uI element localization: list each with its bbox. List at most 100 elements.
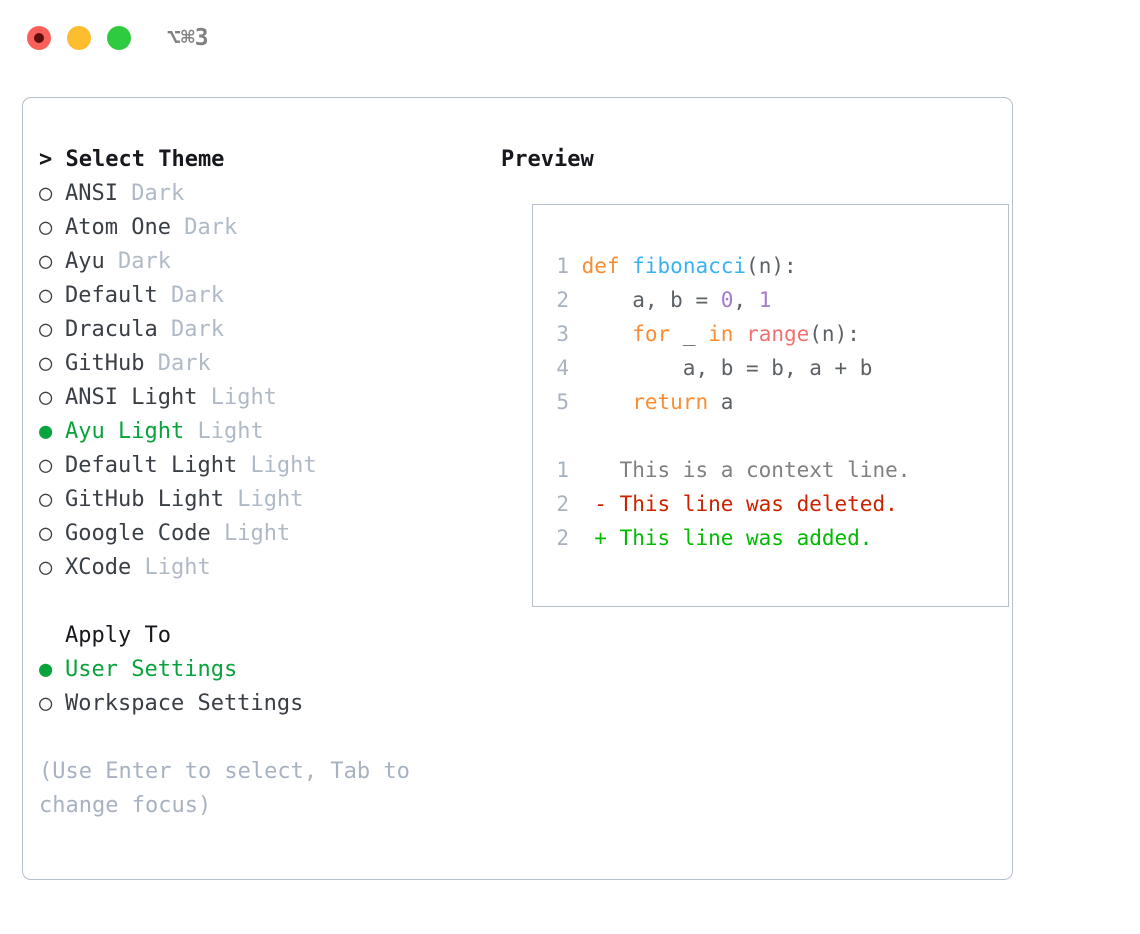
code-token-plain (620, 254, 633, 278)
theme-list-item[interactable]: ○Default Light Light (39, 449, 489, 483)
code-token-plain: a (708, 390, 734, 414)
theme-variant-badge: Light (237, 487, 304, 512)
code-token-num: 0 (720, 288, 734, 312)
code-gutter-gap (569, 254, 582, 278)
keyboard-shortcut-label: ⌥⌘3 (167, 25, 209, 51)
code-token-num: 1 (758, 288, 772, 312)
code-line-number: 4 (556, 356, 569, 380)
theme-picker-column: > Select Theme ○ANSI Dark○Atom One Dark○… (39, 143, 489, 823)
theme-variant-badge: Dark (184, 215, 238, 240)
theme-name: Dracula (65, 317, 158, 342)
theme-name-separator (144, 351, 157, 376)
theme-list-item[interactable]: ○GitHub Light Light (39, 483, 489, 517)
radio-unselected-icon: ○ (39, 521, 53, 546)
apply-to-title-indent: ○ (39, 619, 65, 653)
keyboard-hint: (Use Enter to select, Tab to change focu… (39, 759, 424, 818)
theme-name-separator (184, 419, 197, 444)
theme-variant-badge: Dark (118, 249, 171, 274)
apply-to-item[interactable]: ○ Workspace Settings (39, 687, 489, 721)
apply-to-label: User Settings (65, 657, 238, 682)
code-gutter-gap (569, 322, 582, 346)
title-bar: ⌥⌘3 (0, 0, 1140, 77)
theme-variant-badge: Dark (157, 351, 211, 376)
diff-line: 2 + This line was added. (547, 521, 997, 555)
theme-list-item[interactable]: ○ Dracula Dark (39, 313, 489, 347)
theme-list-item[interactable]: ○ANSI Dark (39, 177, 489, 211)
code-token-plain: _ (670, 322, 709, 346)
radio-unselected-icon: ○ (39, 181, 53, 206)
code-token-builtin: range (746, 322, 810, 346)
theme-list[interactable]: ○ANSI Dark○Atom One Dark○Ayu Dark○Defaul… (39, 177, 489, 585)
theme-list-item[interactable]: ○GitHub Dark (39, 347, 489, 381)
code-token-plain (582, 390, 633, 414)
theme-name: GitHub Light (65, 487, 224, 512)
radio-unselected-icon: ○ (39, 317, 53, 342)
radio-selected-icon: ● (39, 419, 53, 444)
theme-variant-badge: Light (197, 419, 264, 444)
close-window-button[interactable] (27, 26, 51, 50)
apply-to-label: Workspace Settings (65, 691, 304, 716)
content-panel: > Select Theme ○ANSI Dark○Atom One Dark○… (22, 97, 1013, 880)
apply-to-item[interactable]: ● User Settings (39, 653, 489, 687)
code-token-plain: , (733, 288, 759, 312)
theme-list-item[interactable]: ● Ayu Light Light (39, 415, 489, 449)
code-gutter-gap (569, 356, 582, 380)
theme-list-item[interactable]: ○Ayu Dark (39, 245, 489, 279)
code-token-kw: in (708, 322, 734, 346)
theme-name: Google Code (65, 521, 211, 546)
theme-name-separator (224, 487, 237, 512)
preview-column: Preview 1 def fibonacci(n):2 a, b = 0, 1… (501, 143, 1009, 607)
theme-name: XCode (65, 555, 132, 580)
code-token-kw: def (581, 254, 620, 278)
diff-line-number: 2 (556, 492, 569, 516)
minimize-window-button[interactable] (67, 26, 91, 50)
theme-name: Ayu Light (65, 419, 185, 444)
radio-selected-icon: ● (39, 657, 53, 682)
apply-to-title: ○Apply To (39, 619, 489, 653)
theme-list-item[interactable]: ○ Atom One Dark (39, 211, 489, 245)
code-token-plain: (n): (809, 322, 860, 346)
apply-to-title-label: Apply To (65, 623, 171, 648)
apply-to-list[interactable]: ● User Settings ○ Workspace Settings (39, 653, 489, 721)
theme-name-separator (118, 181, 131, 206)
zoom-window-button[interactable] (107, 26, 131, 50)
code-token-plain: a, b = (581, 288, 721, 312)
radio-unselected-icon: ○ (39, 283, 53, 308)
theme-list-item[interactable]: ○XCode Light (39, 551, 489, 585)
theme-name: Ayu (65, 249, 105, 274)
theme-name-separator (237, 453, 250, 478)
theme-variant-badge: Dark (170, 317, 224, 342)
theme-list-item[interactable]: ○ Google Code Light (39, 517, 489, 551)
diff-gutter-gap (569, 458, 594, 482)
code-token-plain (582, 322, 633, 346)
theme-variant-badge: Light (223, 521, 291, 546)
code-token-kw: for (632, 322, 671, 346)
radio-unselected-icon: ○ (39, 215, 53, 240)
code-line: 2 a, b = 0, 1 (547, 283, 997, 317)
theme-name: GitHub (65, 351, 145, 376)
code-line: 3 for _ in range(n): (547, 317, 997, 351)
theme-variant-badge: Light (210, 385, 277, 410)
code-line-number: 3 (556, 322, 569, 346)
code-token-plain: a, b = b, a + b (581, 356, 873, 380)
theme-list-item[interactable]: ○ANSI Light Light (39, 381, 489, 415)
code-line: 1 def fibonacci(n): (547, 249, 997, 283)
radio-unselected-icon: ○ (39, 385, 53, 410)
code-gutter-gap (569, 390, 582, 414)
close-icon (34, 33, 44, 43)
code-token-plain: (n): (746, 254, 797, 278)
radio-unselected-icon: ○ (39, 555, 53, 580)
theme-variant-badge: Dark (131, 181, 185, 206)
theme-name-separator (158, 283, 171, 308)
theme-list-item[interactable]: ○ Default Dark (39, 279, 489, 313)
theme-name-separator (105, 249, 118, 274)
theme-name: Atom One (65, 215, 171, 240)
code-gutter-gap (569, 288, 582, 312)
theme-picker-title: > Select Theme (39, 147, 225, 172)
diff-line-number: 1 (556, 458, 569, 482)
theme-variant-badge: Dark (170, 283, 224, 308)
radio-unselected-icon: ○ (39, 691, 53, 716)
theme-name: Default (65, 283, 158, 308)
diff-line-text-add: + This line was added. (594, 526, 873, 550)
